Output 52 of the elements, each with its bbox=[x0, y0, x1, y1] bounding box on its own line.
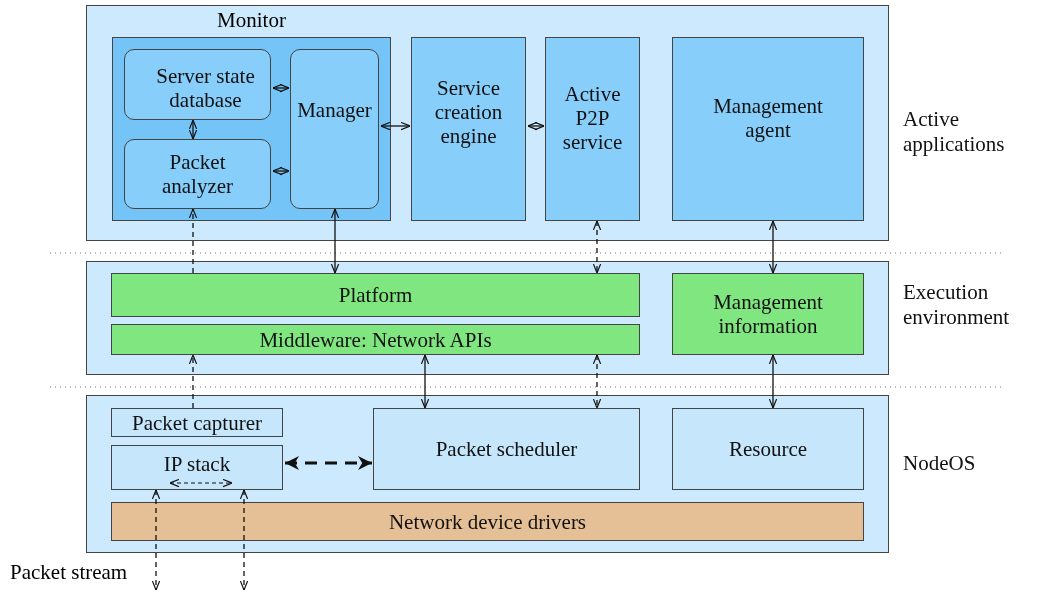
stream-label: Packet stream bbox=[10, 560, 128, 584]
box-label: Active P2P service bbox=[561, 82, 624, 154]
box-label: Platform bbox=[338, 283, 413, 307]
group-heading: Monitor bbox=[217, 8, 286, 32]
component-box bbox=[124, 49, 271, 120]
box-label: Resource bbox=[728, 437, 808, 461]
arrow bbox=[239, 489, 249, 591]
arrow bbox=[768, 354, 778, 409]
layer-label: Active applications bbox=[903, 107, 1006, 157]
arrow bbox=[527, 121, 545, 131]
arrow bbox=[272, 83, 290, 93]
arrow bbox=[768, 220, 778, 274]
arrow bbox=[272, 166, 290, 176]
arrow bbox=[188, 208, 198, 274]
layer-label: Execution environment bbox=[903, 280, 1011, 330]
component-box bbox=[672, 273, 864, 355]
box-label: Network device drivers bbox=[388, 509, 587, 534]
arrow bbox=[188, 119, 198, 140]
layer-band bbox=[86, 261, 889, 375]
box-label: Management agent bbox=[712, 94, 824, 142]
component-box bbox=[111, 445, 283, 490]
component-box bbox=[111, 408, 283, 437]
layer-band bbox=[86, 395, 889, 553]
box-label: Service creation engine bbox=[433, 76, 504, 148]
arrow bbox=[188, 354, 198, 409]
box-label: Management information bbox=[712, 290, 824, 338]
arrow bbox=[285, 456, 372, 470]
arrow bbox=[151, 489, 161, 591]
component-box bbox=[111, 273, 640, 317]
box-label: Server state database bbox=[155, 63, 256, 112]
layer-label: NodeOS bbox=[903, 451, 977, 476]
arrow bbox=[420, 354, 430, 409]
component-box bbox=[111, 502, 864, 541]
box-label: Packet analyzer bbox=[160, 150, 235, 198]
box-label: Packet scheduler bbox=[435, 437, 578, 461]
component-box bbox=[290, 49, 379, 209]
arrow bbox=[592, 220, 602, 274]
box-label: Middleware: Network APIs bbox=[259, 327, 492, 352]
component-box bbox=[672, 37, 864, 221]
component-box bbox=[545, 37, 640, 221]
arrow bbox=[330, 208, 340, 274]
component-box bbox=[373, 408, 640, 490]
arrow bbox=[592, 354, 602, 409]
box-label: Packet capturer bbox=[132, 410, 262, 435]
arrow bbox=[380, 121, 411, 131]
box-label: Manager bbox=[297, 98, 372, 122]
component-box bbox=[124, 139, 271, 209]
component-box bbox=[111, 324, 640, 355]
box-label: IP stack bbox=[163, 452, 231, 476]
component-box bbox=[411, 37, 526, 221]
layer-band bbox=[86, 5, 889, 241]
component-box bbox=[672, 408, 864, 490]
